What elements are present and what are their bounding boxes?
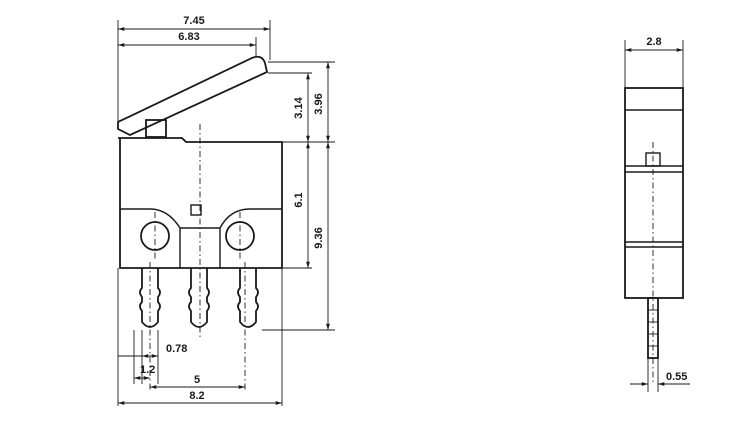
terminal-left: [139, 268, 161, 328]
dim-total-height: 9.36: [313, 227, 325, 248]
dim-lever-height-min: 3.14: [293, 96, 305, 118]
dim-body-width: 8.2: [189, 390, 204, 402]
dim-terminal-width: 0.78: [166, 343, 187, 355]
dim-overall-width-with-lever: 7.45: [183, 15, 204, 27]
dim-terminal-thickness: 0.55: [666, 371, 687, 383]
dim-terminal-pitch: 5: [194, 374, 200, 386]
dim-lever-width: 6.83: [178, 31, 199, 43]
plunger: [145, 119, 167, 138]
dim-lever-height-max: 3.96: [313, 93, 325, 114]
dim-body-height: 6.1: [293, 192, 305, 207]
side-body: [624, 87, 684, 299]
side-view: 2.8 0.55: [624, 36, 690, 392]
terminal-right: [237, 268, 259, 328]
terminal-middle: [188, 268, 210, 328]
center-marker: [190, 204, 202, 216]
actuator-lever: [117, 55, 269, 136]
front-view: 7.45 6.83 3.14 3.96 6.1 9.36 0.78 1.2 5 …: [117, 15, 335, 406]
dim-body-thickness: 2.8: [646, 36, 661, 48]
dim-terminal-pitch-small: 1.2: [140, 364, 155, 376]
